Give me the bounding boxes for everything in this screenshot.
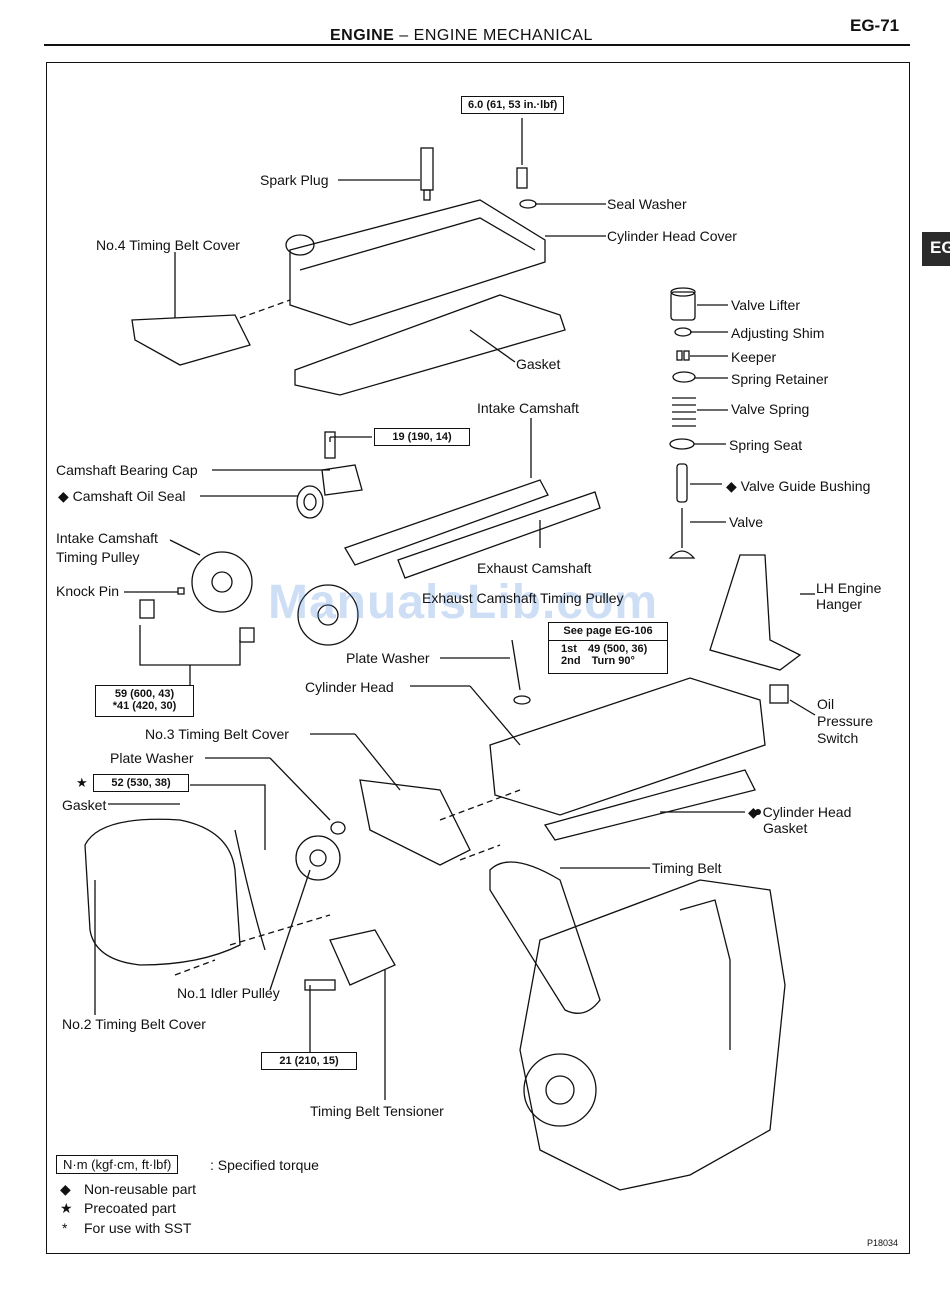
- title-dash: –: [399, 27, 409, 44]
- torque-head-bolt-1st-label: 1st: [561, 643, 577, 655]
- label-lh-engine-hanger-line2: Hanger: [816, 596, 862, 612]
- torque-tensioner: 21 (210, 15): [261, 1052, 357, 1070]
- label-camshaft-oil-seal: ◆ Camshaft Oil Seal: [58, 488, 186, 504]
- label-valve-lifter: Valve Lifter: [731, 297, 800, 313]
- section-tab: EG: [922, 232, 950, 266]
- label-valve: Valve: [729, 514, 763, 530]
- torque-pulley-1: 59 (600, 43): [114, 688, 175, 700]
- label-intake-pulley-line1: Intake Camshaft: [56, 530, 158, 546]
- torque-head-bolt-1st: 49 (500, 36): [587, 643, 648, 655]
- torque-pulley-2: *41 (420, 30): [112, 700, 177, 712]
- label-keeper: Keeper: [731, 349, 777, 365]
- label-no3-timing-belt-cover: No.3 Timing Belt Cover: [145, 726, 289, 742]
- diagram-frame: [46, 62, 910, 1254]
- torque-head-bolt-2nd-row: 2nd Turn 90°: [549, 655, 667, 667]
- label-timing-belt: Timing Belt: [652, 860, 722, 876]
- torque-head-bolt-1st-row: 1st 49 (500, 36): [549, 640, 667, 655]
- legend-text-nonreusable: Non-reusable part: [84, 1181, 197, 1197]
- legend-symbol-sst: *: [62, 1220, 68, 1236]
- legend-torque-desc: : Specified torque: [210, 1157, 319, 1173]
- label-plate-washer-1: Plate Washer: [346, 650, 430, 666]
- label-knock-pin: Knock Pin: [56, 583, 120, 599]
- torque-head-bolt-ref: See page EG-106: [563, 625, 653, 637]
- label-timing-belt-tensioner: Timing Belt Tensioner: [310, 1103, 444, 1119]
- label-exhaust-camshaft: Exhaust Camshaft: [477, 560, 592, 576]
- label-no2-timing-belt-cover: No.2 Timing Belt Cover: [62, 1016, 206, 1032]
- label-intake-camshaft: Intake Camshaft: [477, 400, 579, 416]
- header-rule: [44, 44, 910, 46]
- legend-symbol-precoated: ★: [60, 1200, 73, 1216]
- torque-head-bolt-2nd: Turn 90°: [591, 655, 635, 667]
- label-valve-guide-bushing: ◆ Valve Guide Bushing: [726, 478, 871, 494]
- label-no1-idler-pulley: No.1 Idler Pulley: [177, 985, 280, 1001]
- label-cylinder-head: Cylinder Head: [305, 679, 394, 695]
- label-no4-timing-belt-cover: No.4 Timing Belt Cover: [96, 237, 240, 253]
- label-gasket-top: Gasket: [516, 356, 561, 372]
- subsection-name: ENGINE MECHANICAL: [413, 27, 593, 44]
- torque-idler: 52 (530, 38): [93, 774, 189, 792]
- torque-spark-plug: 6.0 (61, 53 in.·lbf): [461, 96, 565, 114]
- legend-text-precoated: Precoated part: [84, 1200, 176, 1216]
- label-adjusting-shim: Adjusting Shim: [731, 325, 825, 341]
- torque-pulley-bolt: 59 (600, 43) *41 (420, 30): [95, 685, 194, 717]
- legend-symbol-nonreusable: ◆: [60, 1181, 71, 1197]
- label-exhaust-pulley: Exhaust Camshaft Timing Pulley: [422, 590, 624, 606]
- label-intake-pulley-line2: Timing Pulley: [56, 549, 140, 565]
- label-gasket-lower: Gasket: [62, 797, 107, 813]
- legend-torque-key: N·m (kgf·cm, ft·lbf): [56, 1155, 179, 1174]
- label-spring-retainer: Spring Retainer: [731, 371, 829, 387]
- section-name: ENGINE: [330, 27, 395, 44]
- precoated-star: ★: [76, 775, 88, 790]
- label-camshaft-bearing-cap: Camshaft Bearing Cap: [56, 462, 198, 478]
- torque-head-bolt: See page EG-106 1st 49 (500, 36) 2nd Tur…: [548, 622, 668, 674]
- label-spring-seat: Spring Seat: [729, 437, 803, 453]
- label-seal-washer: Seal Washer: [607, 196, 687, 212]
- label-cylinder-head-cover: Cylinder Head Cover: [607, 228, 737, 244]
- label-oil-pressure-switch-line2: Pressure: [817, 713, 874, 729]
- label-cylinder-head-gasket-line1: ◆ Cylinder Head: [748, 804, 852, 820]
- watermark: ManualsLib.com: [268, 576, 659, 629]
- label-spark-plug: Spark Plug: [260, 172, 329, 188]
- section-tab-label: EG: [930, 238, 950, 257]
- label-oil-pressure-switch-line1: Oil: [817, 696, 835, 712]
- figure-reference: P18034: [867, 1238, 899, 1248]
- legend-text-sst: For use with SST: [84, 1220, 192, 1236]
- section-title: ENGINE – ENGINE MECHANICAL: [330, 27, 593, 45]
- label-cylinder-head-gasket-line2: Gasket: [763, 820, 808, 836]
- label-valve-spring: Valve Spring: [731, 401, 810, 417]
- page-number: EG-71: [850, 16, 900, 35]
- label-plate-washer-2: Plate Washer: [110, 750, 194, 766]
- label-lh-engine-hanger-line1: LH Engine: [816, 580, 882, 596]
- torque-head-bolt-2nd-label: 2nd: [561, 655, 581, 667]
- label-oil-pressure-switch-line3: Switch: [817, 730, 859, 746]
- torque-bearing-cap: 19 (190, 14): [374, 428, 470, 446]
